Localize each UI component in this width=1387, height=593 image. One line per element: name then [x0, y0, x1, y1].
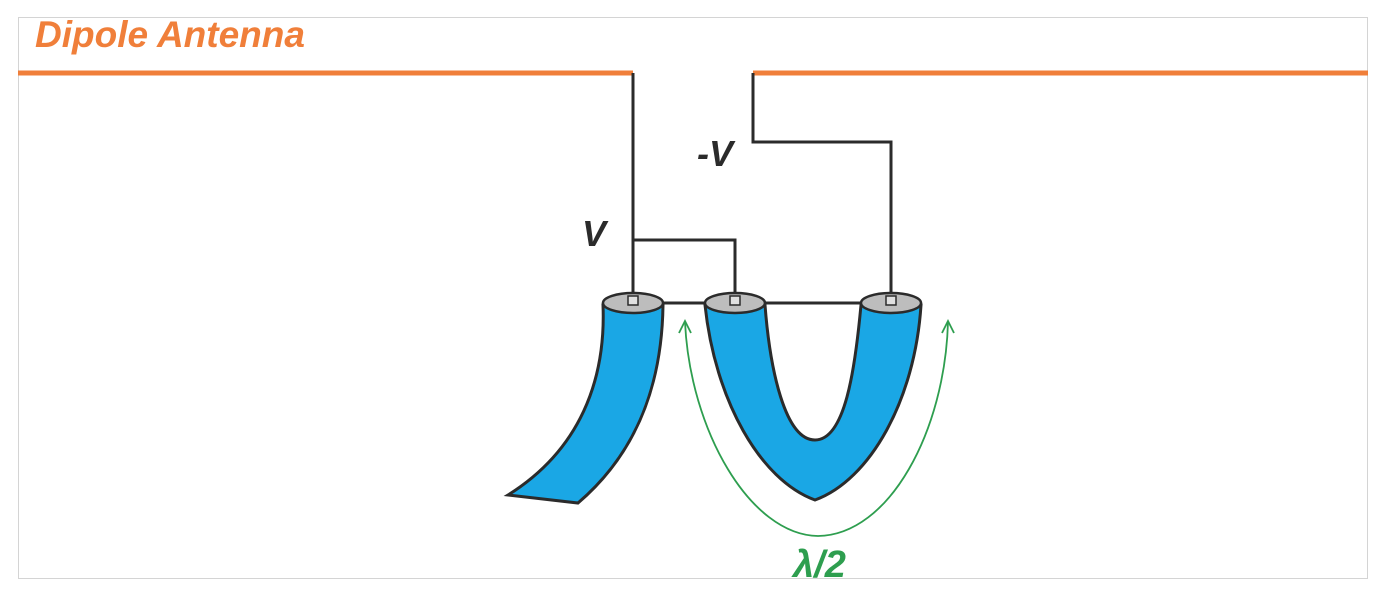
half-wavelength-arrow — [678, 318, 955, 537]
cable-end-left — [601, 291, 665, 315]
cable-ends — [601, 291, 923, 315]
slide-frame — [18, 17, 1368, 579]
u-balun-cable — [703, 303, 923, 502]
cable-end-middle — [703, 291, 767, 315]
feed-wires — [631, 73, 893, 305]
slide-title: Dipole Antenna — [35, 14, 305, 55]
wavelength-label: λ/2 — [791, 544, 846, 586]
cable-end-right — [859, 291, 923, 315]
voltage-label-positive: V — [582, 213, 609, 254]
left-coax-cable — [503, 303, 665, 505]
voltage-label-negative: -V — [697, 133, 736, 174]
